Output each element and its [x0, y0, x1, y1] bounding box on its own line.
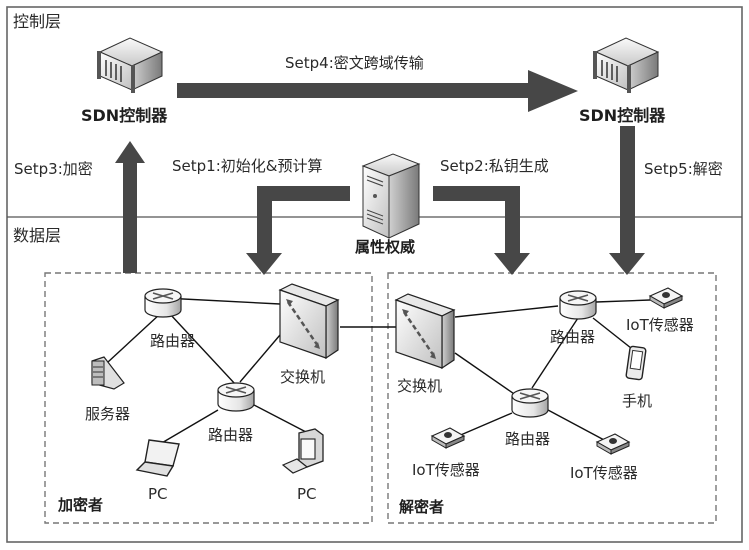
- dec-phone-label: 手机: [622, 394, 652, 409]
- enc-server-label: 服务器: [85, 407, 130, 422]
- step1-label: Setp1:初始化&预计算: [172, 159, 322, 174]
- attribute-authority-label: 属性权威: [355, 240, 415, 255]
- sdn-controller-left-label: SDN控制器: [81, 108, 167, 124]
- switch-icon-dec: [396, 294, 454, 368]
- step2-label: Setp2:私钥生成: [440, 159, 549, 174]
- step4-label: Setp4:密文跨域传输: [285, 56, 424, 71]
- router-icon-dec-bottom: [512, 389, 548, 417]
- enc-switch-label: 交换机: [280, 370, 325, 385]
- dec-router-bottom-label: 路由器: [505, 432, 550, 447]
- laptop-icon: [137, 440, 179, 476]
- step1-arrow: [246, 186, 350, 275]
- step3-label: Setp3:加密: [14, 162, 93, 177]
- encryptor-title: 加密者: [58, 498, 103, 513]
- step3-arrow: [115, 141, 145, 273]
- router-icon-enc-bottom: [218, 383, 254, 411]
- step5-label: Setp5:解密: [644, 162, 723, 177]
- dec-router-top-label: 路由器: [550, 330, 595, 345]
- attribute-authority-icon: [363, 154, 419, 238]
- decryptor-links: [455, 300, 650, 441]
- desktop-pc-icon: [283, 429, 323, 473]
- step4-arrow: [177, 70, 578, 112]
- decryptor-title: 解密者: [399, 500, 444, 515]
- data-layer-label: 数据层: [13, 228, 61, 244]
- control-layer-label: 控制层: [13, 14, 61, 30]
- phone-icon: [626, 346, 646, 380]
- enc-router-top-label: 路由器: [150, 334, 195, 349]
- switch-icon-enc: [280, 284, 338, 358]
- encryptor-links: [108, 298, 396, 444]
- dec-iot-top-right-label: IoT传感器: [626, 318, 694, 333]
- server-icon: [92, 357, 124, 389]
- iot-sensor-icon-top-right: [650, 288, 682, 308]
- sdn-controller-right-label: SDN控制器: [579, 108, 665, 124]
- router-icon-dec-top: [560, 291, 596, 319]
- dec-iot-bottom-left-label: IoT传感器: [412, 463, 480, 478]
- dec-switch-label: 交换机: [397, 379, 442, 394]
- iot-sensor-icon-bottom-right: [597, 434, 629, 454]
- enc-router-bottom-label: 路由器: [208, 428, 253, 443]
- step2-arrow: [433, 186, 530, 275]
- iot-sensor-icon-bottom-left: [432, 428, 464, 448]
- enc-pc-laptop-label: PC: [148, 487, 168, 502]
- sdn-controller-left-icon: [97, 38, 162, 93]
- dec-iot-bottom-right-label: IoT传感器: [570, 466, 638, 481]
- step5-arrow: [609, 126, 645, 275]
- enc-pc-desktop-label: PC: [297, 487, 317, 502]
- router-icon-enc-top: [145, 289, 181, 317]
- sdn-controller-right-icon: [593, 38, 658, 93]
